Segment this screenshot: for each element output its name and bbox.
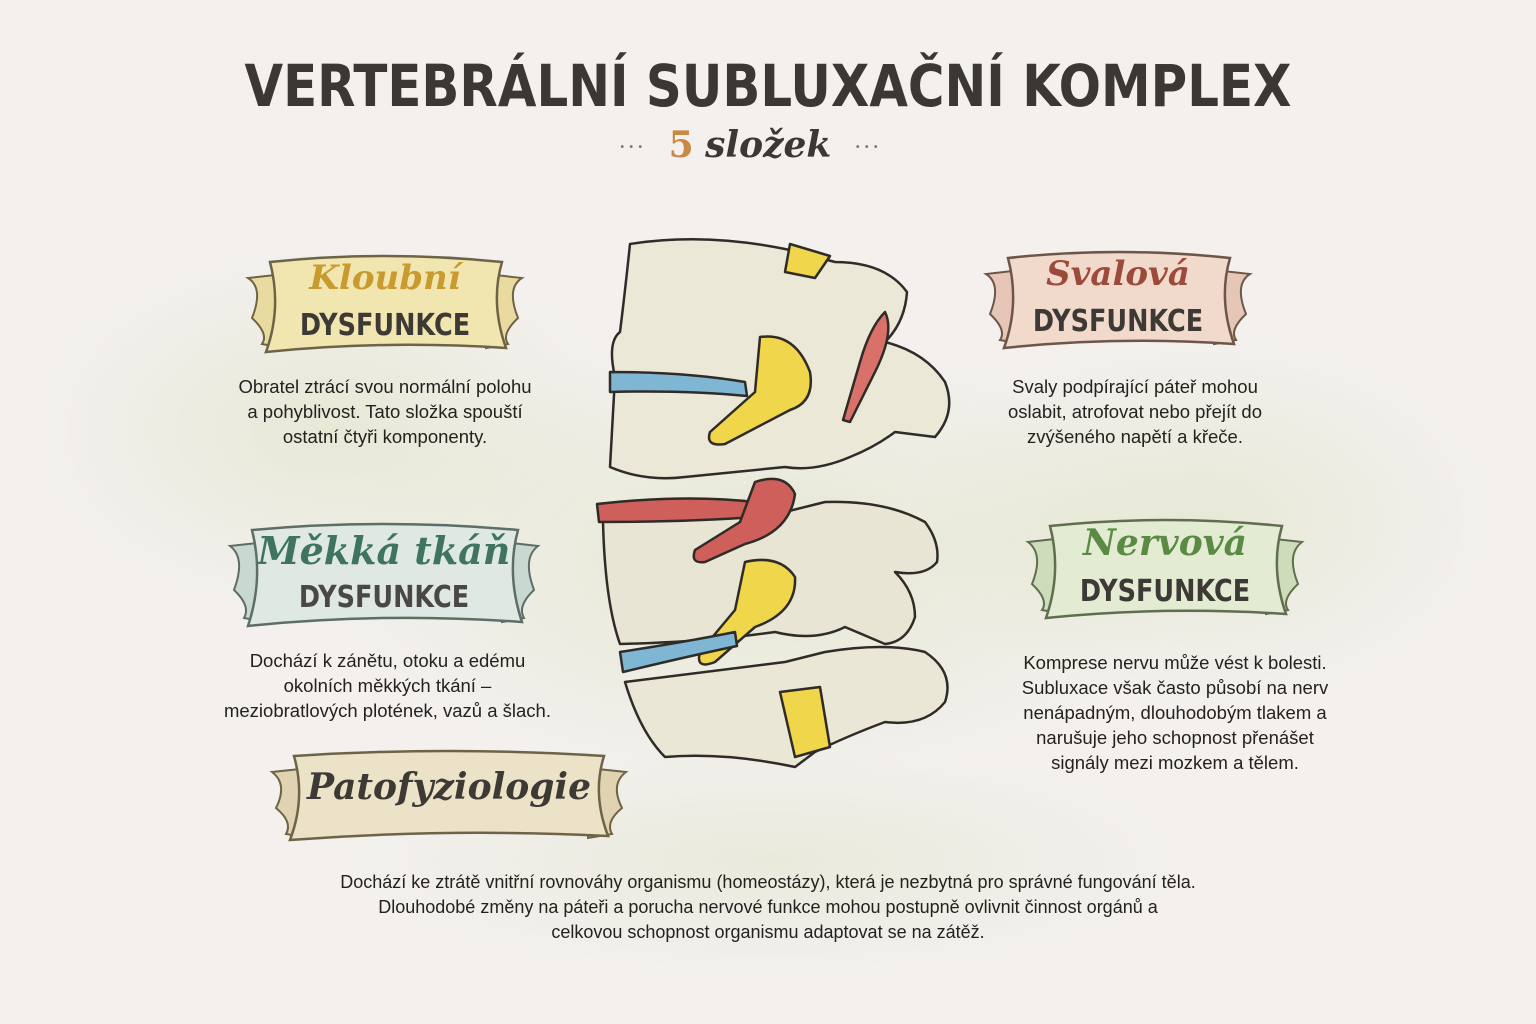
ribbon-shape — [269, 749, 629, 842]
description-line: nenápadným, dlouhodobým tlakem a — [1023, 702, 1327, 723]
subtitle-word: složek — [705, 124, 832, 166]
description-patofyziologie: Dochází ke ztrátě vnitřní rovnováhy orga… — [200, 870, 1336, 945]
banner-script-text: Měkká tkáň — [257, 528, 511, 573]
description-line: Svaly podpírající páteř mohou — [1012, 376, 1258, 397]
banner-caps-text: DYSFUNKCE — [299, 308, 471, 343]
description-line: okolních měkkých tkání – — [283, 675, 492, 696]
banner-caps-text: DYSFUNKCE — [1032, 304, 1204, 339]
banner-script-text: Nervová — [1083, 522, 1247, 564]
description-line: zvýšeného napětí a křeče. — [1027, 426, 1243, 447]
description-line: Komprese nervu může vést k bolesti. — [1023, 652, 1327, 673]
disc-healthy-lower — [618, 630, 739, 674]
description-line: a pohyblivost. Tato složka spouští — [247, 401, 523, 422]
description-nervova: Komprese nervu může vést k bolesti. Subl… — [990, 650, 1360, 775]
nerve-top — [783, 242, 832, 280]
description-line: Dlouhodobé změny na páteři a porucha ner… — [378, 897, 1158, 917]
banner-kloubni: Kloubní DYSFUNKCE — [244, 248, 526, 358]
banner-caps-text: DYSFUNKCE — [298, 580, 470, 615]
banner-script-text: Svalová — [1046, 254, 1190, 294]
description-mekka-tkan: Dochází k zánětu, otoku a edému okolních… — [190, 648, 585, 723]
disc-inflamed — [595, 497, 759, 524]
banner-mekka-tkan: Měkká tkáň DYSFUNKCE — [226, 516, 542, 632]
ribbon-shape — [1025, 518, 1305, 620]
description-line: Obratel ztrácí svou normální polohu — [238, 376, 532, 397]
page-title: VERTEBRÁLNÍ SUBLUXAČNÍ KOMPLEX — [244, 52, 1292, 120]
description-line: celkovou schopnost organismu adaptovat s… — [551, 922, 985, 942]
page-subtitle: ··· 5 složek ··· — [0, 124, 1500, 166]
description-line: Dochází ke ztrátě vnitřní rovnováhy orga… — [340, 872, 1196, 892]
description-svalova: Svaly podpírající páteř mohou oslabit, a… — [955, 374, 1315, 449]
description-line: Dochází k zánětu, otoku a edému — [249, 650, 526, 671]
description-line: Subluxace však často působí na nerv — [1021, 677, 1329, 698]
banner-nervova: Nervová DYSFUNKCE — [1024, 512, 1306, 624]
banner-script-text: Patofyziologie — [306, 766, 592, 808]
muscle-fiber — [841, 310, 890, 424]
ribbon-shape — [983, 250, 1253, 350]
banner-caps-text: DYSFUNKCE — [1079, 574, 1251, 609]
subtitle-dots-right: ··· — [854, 135, 882, 161]
banner-svalova: Svalová DYSFUNKCE — [982, 244, 1254, 354]
description-line: ostatní čtyři komponenty. — [282, 426, 488, 447]
ribbon-shape — [227, 522, 541, 628]
spine-illustration — [595, 237, 951, 769]
banner-script-text: Kloubní — [309, 258, 461, 298]
description-line: signály mezi mozkem a tělem. — [1051, 752, 1299, 773]
description-line: narušuje jeho schopnost přenášet — [1036, 727, 1314, 748]
description-kloubni: Obratel ztrácí svou normální polohu a po… — [200, 374, 570, 449]
banner-patofyziologie: Patofyziologie — [268, 744, 630, 844]
subtitle-number: 5 — [668, 124, 694, 166]
subtitle-dots-left: ··· — [618, 135, 646, 161]
disc-healthy-upper — [608, 370, 749, 398]
description-line: meziobratlových plotének, vazů a šlach. — [223, 700, 551, 721]
nerve-bottom — [778, 685, 832, 759]
nerve-root-upper — [707, 335, 813, 446]
description-line: oslabit, atrofovat nebo přejít do — [1007, 401, 1263, 422]
nerve-root-inflamed — [692, 477, 797, 564]
ribbon-shape — [245, 254, 525, 354]
